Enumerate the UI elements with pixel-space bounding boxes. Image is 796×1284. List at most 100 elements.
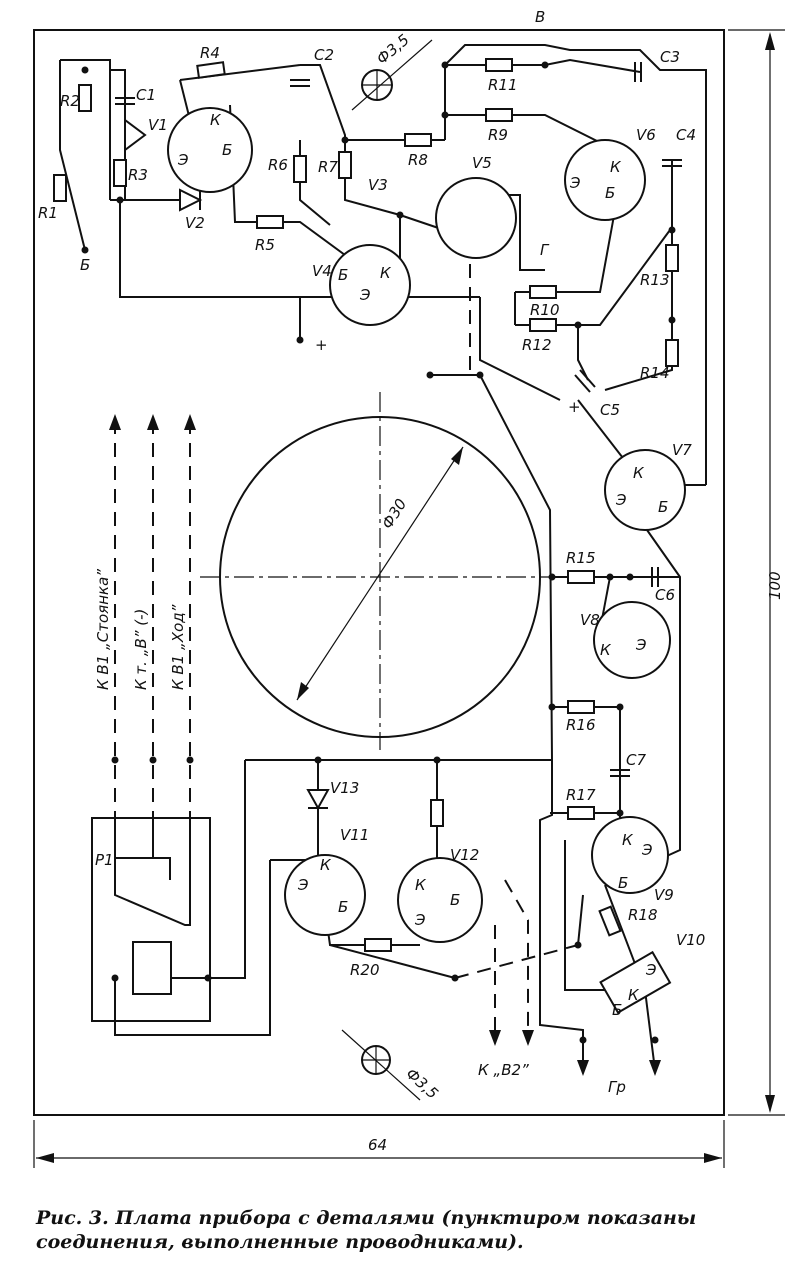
label-components-r2: R2	[60, 92, 80, 110]
label-pins-k: К	[628, 986, 640, 1004]
transistor-v4	[329, 244, 411, 326]
label-components-r7: R7	[318, 158, 338, 176]
label-pins-k: К	[320, 856, 332, 874]
component-labels: R1 R2 R3 R4 R5 R6 R7 R8 R9 R10 R11 R12 R…	[38, 44, 705, 979]
label-pins-e: Э	[297, 876, 309, 894]
capacitor-c1	[115, 97, 135, 105]
label-components-r10: R10	[530, 301, 560, 319]
label-components-c7: C7	[626, 751, 646, 769]
label-components-v2: V2	[185, 214, 205, 232]
label-components-v10: V10	[676, 931, 705, 949]
diode-v13	[306, 789, 330, 811]
label-components-r4: R4	[200, 44, 220, 62]
circle-diameter-label: Ф30	[378, 495, 410, 532]
resistor-r15	[567, 570, 595, 584]
label-pins-k: К	[610, 158, 622, 176]
resistor-r6	[293, 155, 307, 183]
label-components-v4: V4	[312, 262, 332, 280]
label-components-r20: R20	[350, 961, 380, 979]
label-components-r18: R18	[628, 906, 658, 924]
label-components-r16: R16	[566, 716, 596, 734]
label-pins-k: К	[380, 264, 392, 282]
label-pins-e: Э	[414, 911, 426, 929]
label-components-v6: V6	[636, 126, 656, 144]
label-components-r9: R9	[488, 126, 508, 144]
width-label: 64	[368, 1136, 387, 1154]
label-pins-e: Э	[635, 636, 647, 654]
label-terminals-to_b2: К „В2”	[478, 1061, 529, 1079]
transistor-v9	[591, 816, 669, 894]
hole-bottom-label: Ф3,5	[402, 1065, 441, 1103]
resistor-r14	[665, 339, 679, 367]
resistor-r13	[665, 244, 679, 272]
mounting-hole-top: Ф3,5	[351, 31, 433, 111]
label-pins-k: К	[633, 464, 645, 482]
transistor-v12	[397, 857, 483, 943]
resistor-r5	[256, 215, 284, 229]
dimension-height: 100	[728, 29, 785, 1116]
pin-labels: К Э Б Б К Э Э К Б К Э Б К Э К Э Б К Э Б …	[177, 111, 668, 1019]
label-components-c3: C3	[660, 48, 680, 66]
label-components-r14: R14	[640, 364, 670, 382]
capacitor-c4	[662, 159, 682, 167]
central-hole: Ф30	[200, 392, 565, 750]
transistors	[167, 107, 686, 1014]
label-pins-b: Б	[222, 141, 232, 159]
label-components-c4: C4	[676, 126, 696, 144]
mounting-hole-bottom: Ф3,5	[341, 1029, 442, 1103]
label-terminals-plus: +	[315, 336, 328, 354]
resistor-r17	[567, 806, 595, 820]
transistor-v1	[167, 107, 253, 193]
transistor-v10	[599, 950, 672, 1014]
resistor-r8	[404, 133, 432, 147]
label-components-r1: R1	[38, 204, 58, 222]
label-terminals-g: Г	[540, 241, 550, 259]
dimension-width: 64	[33, 1120, 725, 1168]
label-components-r3: R3	[128, 166, 148, 184]
label-terminals-b_left: Б	[80, 256, 90, 274]
figure-caption: Рис. 3. Плата прибора с деталями (пункти…	[36, 1207, 697, 1253]
label-components-r8: R8	[408, 151, 428, 169]
diodes	[124, 119, 330, 811]
resistor-r18	[598, 905, 622, 937]
label-pins-k: К	[210, 111, 222, 129]
resistor-r10	[529, 285, 557, 299]
resistor-r2	[78, 84, 92, 112]
label-pins-e: Э	[615, 491, 627, 509]
label-components-r11: R11	[488, 76, 518, 94]
terminal-labels: Б Г + + Гр К „В2”	[80, 241, 626, 1096]
external-lead-labels: К В1 „Стоянка” К т. „В” (-) К В1 „Ход”	[94, 569, 187, 690]
capacitor-c5	[574, 369, 596, 393]
capacitor-c6	[651, 567, 659, 587]
capacitor-c7	[610, 769, 630, 777]
label-pins-b: Б	[338, 898, 348, 916]
resistor-r7	[338, 151, 352, 179]
label-components-v9: V9	[654, 886, 674, 904]
transistor-v5	[435, 177, 517, 259]
transistor-v7	[604, 449, 686, 531]
resistor-v12-collector	[430, 799, 444, 827]
resistor-r3	[113, 159, 127, 187]
resistor-r20	[364, 938, 392, 952]
label-pins-e: Э	[641, 841, 653, 859]
label-pins-e: Э	[569, 174, 581, 192]
board-outline	[33, 29, 725, 1116]
label-pins-b: Б	[605, 184, 615, 202]
transistor-v8	[593, 601, 671, 679]
transistor-v6	[564, 139, 646, 221]
label-pins-b: Б	[618, 874, 628, 892]
label-components-r13: R13	[640, 271, 670, 289]
lead-point-b: К т. „В” (-)	[132, 609, 150, 690]
label-components-c2: C2	[314, 46, 334, 64]
capacitor-c3	[634, 62, 642, 82]
lead-stoyanka: К В1 „Стоянка”	[94, 569, 112, 690]
label-components-c6: C6	[655, 586, 675, 604]
resistor-r4	[196, 61, 226, 79]
label-components-r6: R6	[268, 156, 288, 174]
label-terminals-plus: +	[568, 398, 581, 416]
label-components-c1: C1	[136, 86, 156, 104]
relay-p1	[91, 817, 211, 1022]
resistor-r1	[53, 174, 67, 202]
resistor-r12	[529, 318, 557, 332]
resistor-r11	[485, 58, 513, 72]
